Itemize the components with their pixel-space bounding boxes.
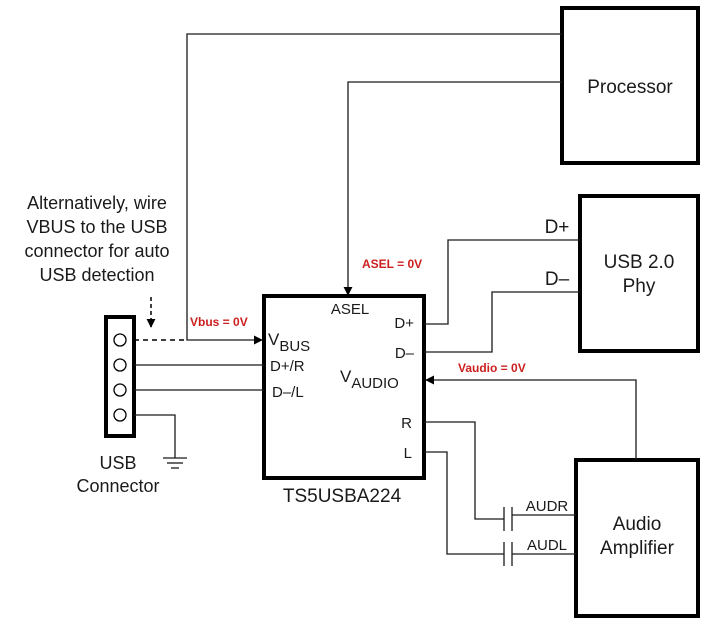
chip-name-label: TS5USBA224 bbox=[283, 486, 402, 507]
pin-asel: ASEL bbox=[331, 301, 369, 318]
wire-r bbox=[424, 421, 504, 520]
usb-pin-2 bbox=[113, 358, 127, 372]
annotation-asel-0v: ASEL = 0V bbox=[362, 257, 422, 271]
signal-dminus: D– bbox=[545, 269, 570, 290]
pin-dp-r: D+/R bbox=[270, 358, 305, 375]
usb-pin-3 bbox=[113, 383, 127, 397]
note-line-1: Alternatively, wire bbox=[27, 193, 167, 213]
wire-usb-ground bbox=[134, 414, 176, 458]
ts5usba224-chip bbox=[262, 294, 426, 480]
processor-block bbox=[560, 6, 700, 165]
pin-l: L bbox=[404, 445, 412, 462]
signal-audl: AUDL bbox=[527, 537, 567, 554]
usb-connector-label-line1: USB bbox=[99, 453, 136, 473]
audio-amplifier-block bbox=[574, 458, 700, 618]
wire-l bbox=[424, 451, 504, 555]
annotation-vaudio-0v: Vaudio = 0V bbox=[458, 361, 526, 375]
processor-label: Processor bbox=[587, 77, 673, 98]
wire-vaudio bbox=[425, 375, 637, 460]
signal-audr: AUDR bbox=[526, 498, 569, 515]
note-line-2: VBUS to the USB bbox=[26, 217, 167, 237]
usb-phy-label-line1: USB 2.0 bbox=[604, 252, 675, 273]
note-line-4: USB detection bbox=[39, 265, 154, 285]
usb-phy-label-line2: Phy bbox=[623, 276, 656, 297]
audio-amplifier-label-line1: Audio bbox=[613, 514, 662, 535]
signal-dplus: D+ bbox=[545, 217, 570, 238]
pin-dp: D+ bbox=[394, 315, 414, 332]
audio-amplifier-label-line2: Amplifier bbox=[600, 538, 675, 559]
wire-processor-asel bbox=[343, 81, 562, 296]
wire-processor-vbus bbox=[186, 33, 562, 345]
usb-pin-4 bbox=[113, 408, 127, 422]
pin-dm: D– bbox=[395, 345, 415, 362]
wire-dplus bbox=[424, 239, 580, 325]
pin-r: R bbox=[401, 415, 412, 432]
usb-pin-1 bbox=[113, 333, 127, 347]
pin-dm-l: D–/L bbox=[272, 384, 304, 401]
annotation-vbus-0v: Vbus = 0V bbox=[190, 315, 248, 329]
usb-connector-label-line2: Connector bbox=[76, 476, 159, 496]
note-line-3: connector for auto bbox=[24, 241, 169, 261]
pin-vbus: VBUS bbox=[268, 330, 310, 355]
usb-phy-block bbox=[578, 194, 700, 353]
pin-vaudio: VAUDIO bbox=[340, 367, 399, 392]
wire-dminus bbox=[424, 291, 580, 353]
